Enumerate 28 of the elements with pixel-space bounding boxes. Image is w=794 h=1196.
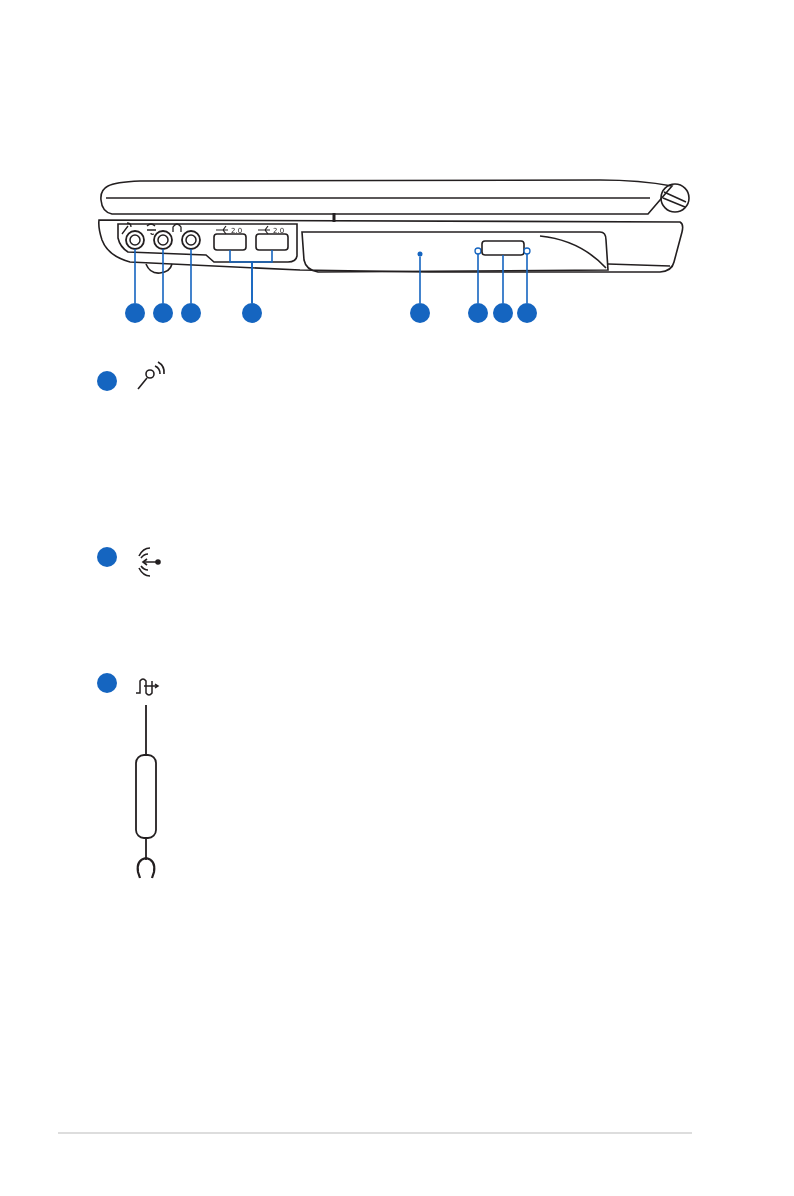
eject-button [481, 240, 525, 256]
eject-hole [417, 251, 423, 257]
callout-number [97, 673, 117, 693]
callout-number [125, 303, 145, 323]
indicator-light [474, 247, 482, 255]
leader-line [502, 254, 504, 304]
callout-number [181, 303, 201, 323]
callout-number [153, 303, 173, 323]
callout-number [517, 303, 537, 323]
leader-line [419, 255, 421, 304]
leader-line [162, 248, 164, 304]
leader-line [526, 253, 528, 304]
usb-port [255, 233, 289, 251]
callout-number [242, 303, 262, 323]
leader-line [251, 249, 273, 304]
indicator-light [523, 247, 531, 255]
audio-jack [153, 230, 173, 250]
audio-jack [181, 230, 201, 250]
callout-number [493, 303, 513, 323]
callout-number [410, 303, 430, 323]
leader-line [477, 253, 479, 304]
leader-line [190, 248, 192, 304]
audio-jack [125, 230, 145, 250]
callout-number [468, 303, 488, 323]
callout-number [97, 371, 117, 391]
leader-line [134, 248, 136, 304]
usb-port [213, 233, 247, 251]
callout-number [97, 547, 117, 567]
